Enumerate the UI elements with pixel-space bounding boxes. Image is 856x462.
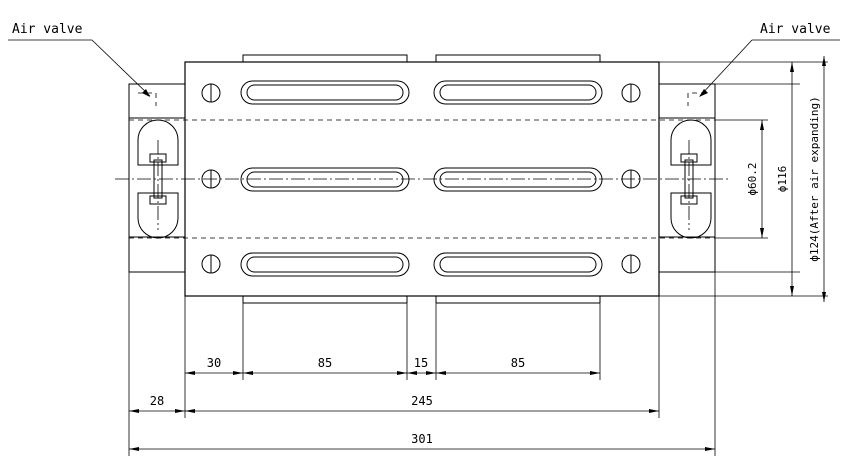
dim-row-2: 28 245 (129, 394, 659, 413)
extension-lines (128, 61, 828, 456)
dim-row-1: 30 85 15 85 (185, 356, 600, 375)
dim-row-3: 301 (129, 432, 715, 451)
dim-85-right: 85 (511, 356, 525, 370)
air-valve-label-right: Air valve (760, 22, 831, 37)
right-side-block (659, 83, 716, 273)
dim-dia-116: ϕ116 (776, 62, 794, 296)
dim-dia-116-text: ϕ116 (776, 166, 789, 193)
dim-dia-124: ϕ124(After air expanding) (808, 56, 826, 302)
dim-dia-124-text: ϕ124(After air expanding) (808, 96, 821, 262)
dim-85-left: 85 (318, 356, 332, 370)
dim-301: 301 (411, 432, 433, 446)
top-nubs (242, 54, 601, 62)
dim-15: 15 (414, 356, 428, 370)
hidden-lines (129, 119, 715, 239)
dim-28: 28 (150, 394, 164, 408)
dim-30: 30 (207, 356, 221, 370)
air-valve-label-left: Air valve (12, 22, 83, 37)
air-valve-callout-left: Air valve (8, 22, 151, 97)
bottom-nubs (242, 296, 601, 304)
dim-245: 245 (411, 394, 433, 408)
dim-dia-60-2-text: ϕ60.2 (746, 162, 759, 195)
slots (240, 80, 603, 277)
bolt-holes (201, 83, 641, 274)
left-side-block (128, 83, 185, 273)
center-lines (115, 140, 730, 230)
dim-dia-60-2: ϕ60.2 (746, 120, 764, 238)
air-valve-callout-right: Air valve (699, 22, 840, 97)
